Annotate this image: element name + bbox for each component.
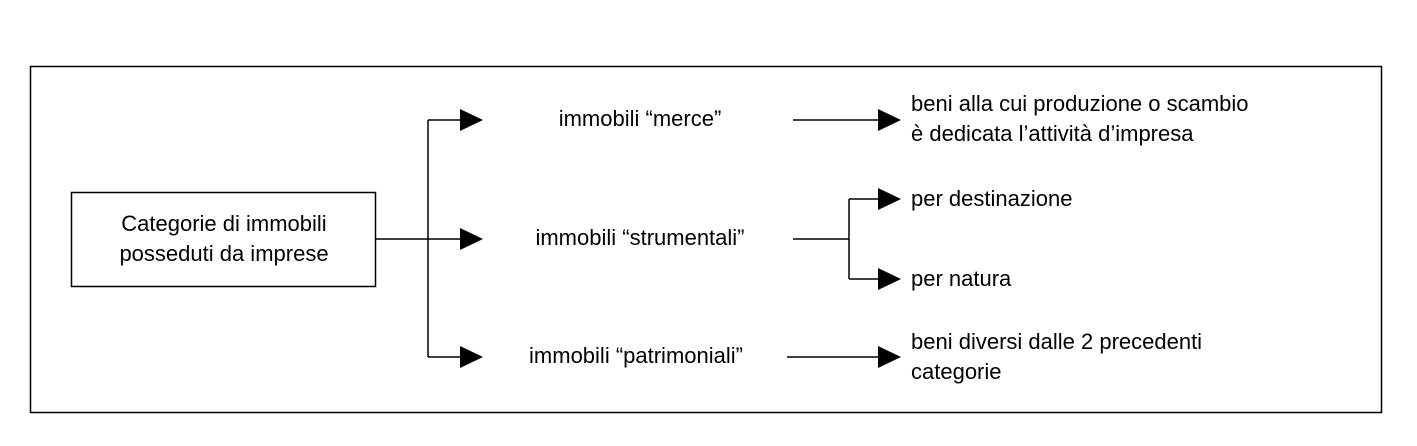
branch-merce-arrowhead bbox=[460, 109, 483, 131]
sub-item-destinazione: per destinazione bbox=[911, 186, 1073, 211]
patrimoniali-detail-text: beni diversi dalle 2 precedenti categori… bbox=[911, 327, 1202, 387]
outer-frame bbox=[29, 65, 1383, 414]
patrimoniali-detail-line: beni diversi dalle 2 precedenti bbox=[911, 329, 1203, 354]
branch-strumentali-label: immobili “strumentali” bbox=[535, 225, 745, 250]
patrimoniali-detail-line: categorie bbox=[911, 359, 1002, 384]
merce-detail-arrowhead bbox=[878, 109, 901, 131]
branch-merce-label: immobili “merce” bbox=[558, 106, 722, 131]
merce-detail-text: beni alla cui produzione o scambio è ded… bbox=[911, 89, 1249, 149]
natura-arrowhead bbox=[878, 268, 901, 290]
merce-detail-line: beni alla cui produzione o scambio bbox=[911, 91, 1249, 116]
branch-patrimoniali-label: immobili “patrimoniali” bbox=[529, 343, 743, 368]
root-label-line: Categorie di immobili bbox=[121, 211, 327, 236]
sub-item-natura: per natura bbox=[911, 266, 1012, 291]
destinazione-arrowhead bbox=[878, 188, 901, 210]
root-box bbox=[70, 191, 377, 288]
merce-detail-line: è dedicata l’attività d’impresa bbox=[911, 121, 1194, 146]
root-label-line: posseduti da imprese bbox=[119, 241, 329, 266]
branch-patrimoniali-arrowhead bbox=[460, 346, 483, 368]
root-label: Categorie di immobili posseduti da impre… bbox=[72, 209, 376, 269]
branch-strumentali-arrowhead bbox=[460, 228, 483, 250]
patrimoniali-detail-arrowhead bbox=[878, 346, 901, 368]
